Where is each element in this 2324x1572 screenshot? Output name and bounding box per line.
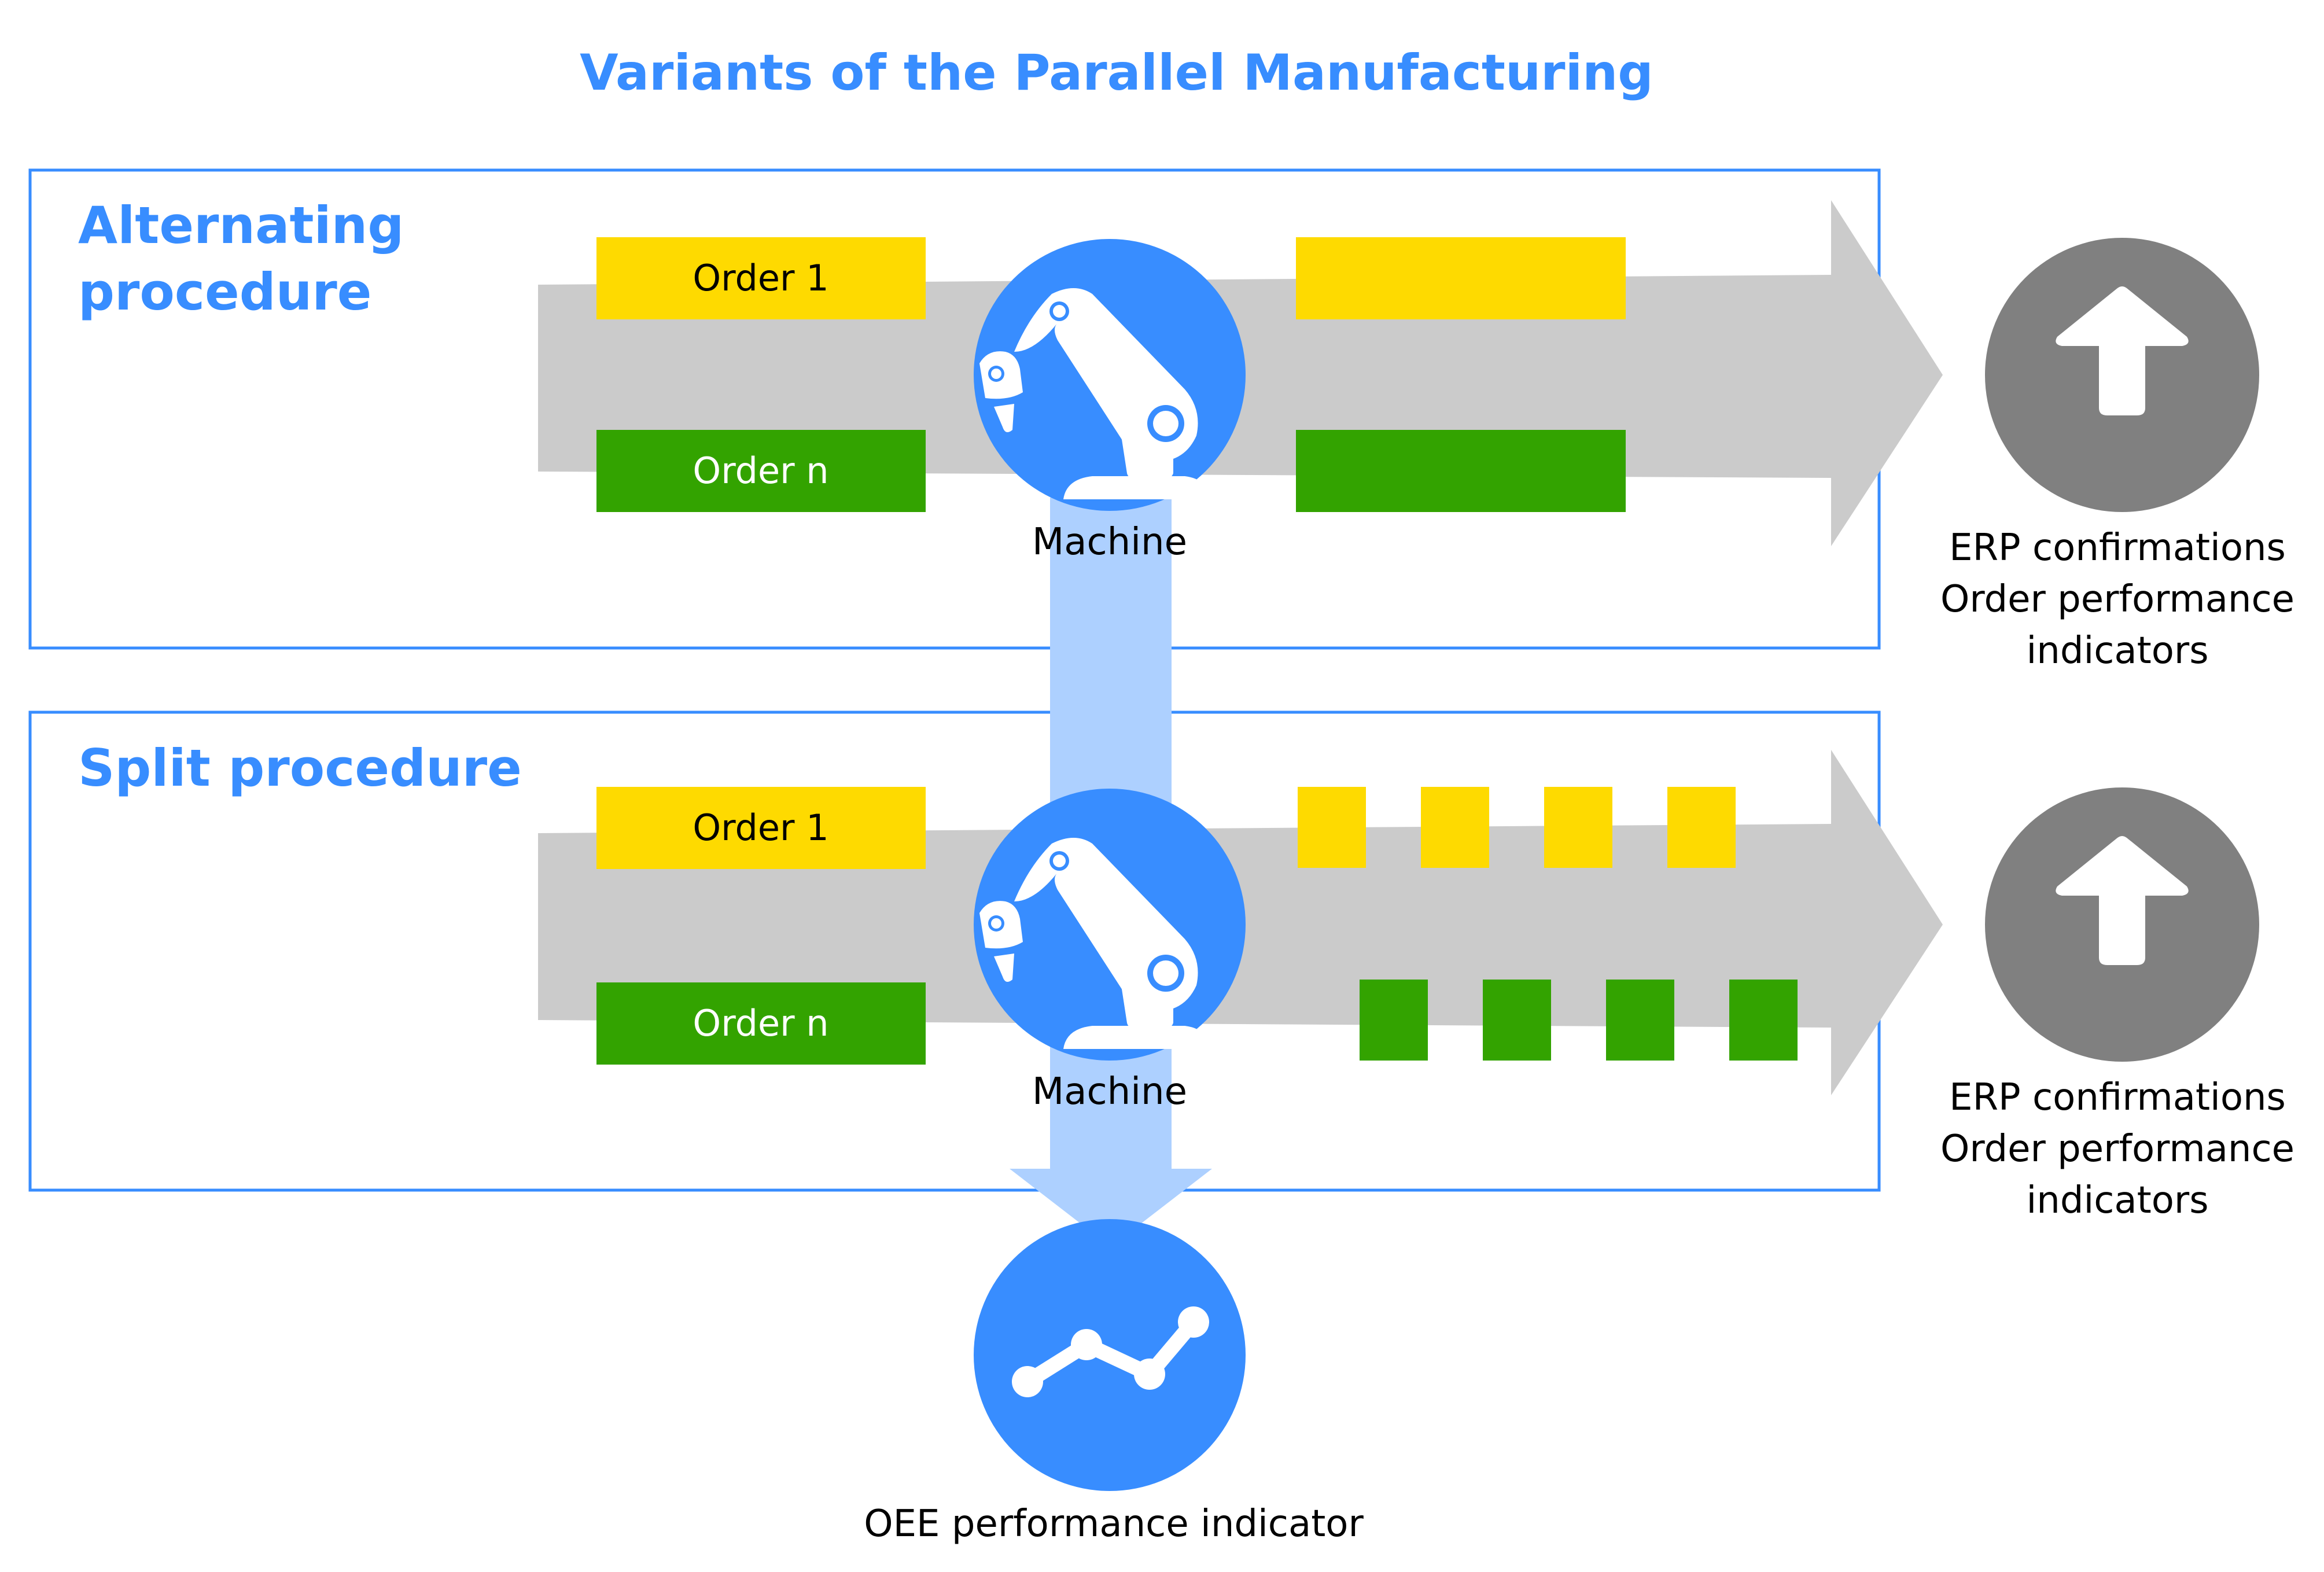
panel-heading-line-2: procedure [78, 262, 371, 322]
machine-label: Machine [1032, 521, 1187, 564]
output-order-n-segment [1360, 980, 1428, 1061]
result-alternating: ERP confirmations Order performance indi… [1940, 238, 2294, 672]
output-order-1-block [1296, 237, 1626, 319]
order-n-block [596, 430, 926, 512]
machine-split: Machine [974, 789, 1246, 1113]
output-order-n-segments [1360, 980, 1798, 1061]
input-order-n: Order n [596, 430, 926, 512]
diagram-title: Variants of the Parallel Manufacturing [580, 44, 1653, 102]
result-split: ERP confirmations Order performance indi… [1940, 787, 2294, 1222]
output-order-n-segment [1729, 980, 1798, 1061]
output-order-n-block [1296, 430, 1626, 512]
output-order-1-segment [1544, 787, 1612, 868]
result-line-1: ERP confirmations [1949, 1076, 2286, 1119]
panel-heading-line-1: Alternating [78, 196, 404, 255]
input-order-1: Order 1 [596, 237, 926, 319]
result-line-2: Order performance [1940, 578, 2294, 621]
output-order-1-segment [1298, 787, 1366, 868]
line-chart-icon [1012, 1306, 1209, 1397]
output-order-n-segment [1606, 980, 1674, 1061]
order-1-label: Order 1 [693, 257, 828, 299]
up-arrow-icon [2056, 836, 2189, 965]
up-arrow-icon [2056, 286, 2189, 415]
panel-heading-line-1: Split procedure [78, 738, 522, 798]
panel-alternating: Alternating procedure Order 1 Order n [28, 168, 1943, 650]
result-line-2: Order performance [1940, 1128, 2294, 1170]
output-order-1-segment [1421, 787, 1489, 868]
output-order-n-segment [1483, 980, 1551, 1061]
machine-alternating: Machine [974, 239, 1246, 564]
oee-label: OEE performance indicator [864, 1503, 1364, 1545]
input-order-n: Order n [596, 982, 926, 1065]
result-line-3: indicators [2026, 1179, 2208, 1222]
order-n-label: Order n [693, 1002, 828, 1044]
order-n-label: Order n [693, 450, 828, 492]
robot-arm-icon [979, 288, 1211, 499]
order-n-block [596, 982, 926, 1065]
machine-label: Machine [1032, 1070, 1187, 1113]
robot-arm-icon [979, 838, 1211, 1049]
output-order-1-segments [1298, 787, 1736, 868]
oee-indicator: OEE performance indicator [864, 1219, 1364, 1545]
order-1-block [596, 237, 926, 319]
result-line-1: ERP confirmations [1949, 527, 2286, 569]
order-1-label: Order 1 [693, 807, 828, 849]
input-order-1: Order 1 [596, 787, 926, 869]
output-order-1-segment [1667, 787, 1736, 868]
result-line-3: indicators [2026, 629, 2208, 672]
order-1-block [596, 787, 926, 869]
